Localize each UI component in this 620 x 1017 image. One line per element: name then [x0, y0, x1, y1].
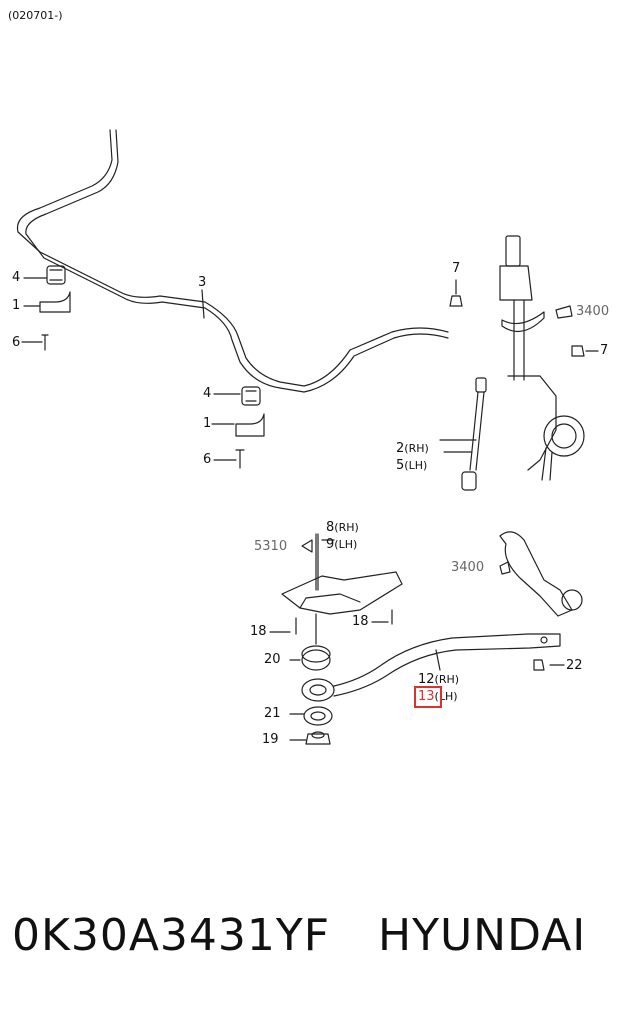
brand-name: HYUNDAI: [378, 910, 587, 961]
leader-12: [435, 649, 441, 671]
bushing-bracket-left: [39, 265, 71, 351]
strut-3400-ref: [555, 305, 573, 319]
nut-19: [305, 731, 331, 745]
crossmember-plate: [281, 533, 403, 635]
label-18a: 18: [250, 624, 267, 639]
label-3: 3: [198, 275, 207, 290]
washer-21: [303, 706, 333, 726]
stabilizer-bar: [16, 129, 449, 393]
stabilizer-link: [439, 377, 487, 491]
label-13: 13(LH): [418, 690, 458, 703]
label-1a: 1: [12, 298, 21, 313]
label-9-sub: (LH): [334, 538, 358, 551]
label-13-num: 13: [418, 689, 435, 704]
label-21: 21: [264, 706, 281, 721]
footer: 0K30A3431YF HYUNDAI: [0, 910, 620, 980]
label-4a: 4: [12, 270, 21, 285]
leader-3: [201, 289, 205, 319]
strut-assembly: [499, 235, 585, 481]
label-7a: 7: [452, 261, 461, 276]
label-2-sub: (RH): [404, 442, 429, 455]
label-7b: 7: [600, 343, 609, 358]
label-8-sub: (RH): [334, 521, 359, 534]
label-8-num: 8: [326, 520, 335, 535]
label-1b: 1: [203, 416, 212, 431]
tension-rod: [301, 633, 561, 702]
label-4b: 4: [203, 386, 212, 401]
header-code: (020701-): [8, 9, 63, 22]
highlight-box-13[interactable]: [414, 686, 442, 708]
label-3400b: 3400: [451, 560, 485, 575]
label-8: 8(RH): [326, 521, 359, 534]
nut-7-side: [571, 345, 585, 357]
label-19: 19: [262, 732, 279, 747]
label-6b: 6: [203, 452, 212, 467]
suspension-diagram: [16, 129, 599, 745]
label-9-num: 9: [326, 537, 335, 552]
label-5-sub: (LH): [404, 459, 428, 472]
label-13-sub: (LH): [434, 690, 458, 703]
bushing-20: [301, 613, 331, 671]
label-5: 5(LH): [396, 459, 427, 472]
label-6a: 6: [12, 335, 21, 350]
label-12-sub: (RH): [434, 673, 460, 686]
nut-7-top: [449, 279, 463, 307]
label-5-num: 5: [396, 458, 405, 473]
label-3400a: 3400: [576, 304, 610, 319]
label-12-num: 12: [418, 672, 435, 687]
part-number: 0K30A3431YF: [12, 910, 331, 961]
lower-arm-right: [499, 531, 583, 617]
label-2-num: 2: [396, 441, 405, 456]
label-20: 20: [264, 652, 281, 667]
label-12: 12(RH): [418, 673, 459, 686]
label-5310: 5310: [254, 539, 288, 554]
label-9: 9(LH): [326, 538, 357, 551]
label-18b: 18: [352, 614, 369, 629]
bushing-bracket-middle: [235, 386, 265, 469]
label-2: 2(RH): [396, 442, 429, 455]
label-22: 22: [566, 658, 583, 673]
